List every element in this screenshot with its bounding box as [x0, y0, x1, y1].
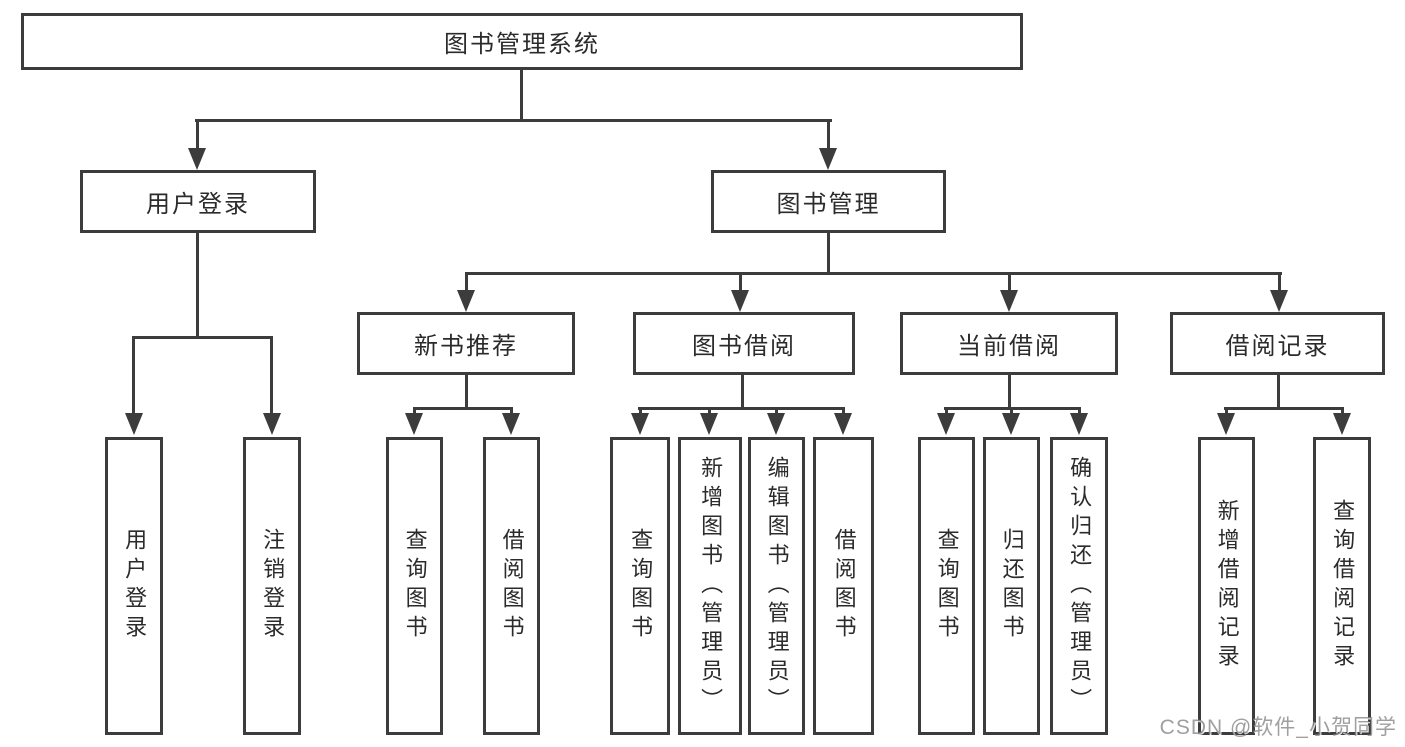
leaf-edit-book-admin-label: 编辑图书（管理员） [764, 455, 790, 717]
edge-new-book-rec-stem [465, 375, 468, 407]
node-user-login: 用户登录 [80, 170, 316, 233]
node-borrow-records: 借阅记录 [1170, 312, 1385, 375]
leaf-query-books-1-label: 查询图书 [402, 528, 428, 644]
arrowhead-leaf-logout-icon [263, 413, 281, 435]
arrowhead-leaf-edit-book-icon [767, 413, 785, 435]
leaf-user-login-label: 用户登录 [122, 528, 148, 644]
node-root-label: 图书管理系统 [444, 31, 600, 58]
node-borrow-records-label: 借阅记录 [1225, 333, 1330, 360]
leaf-query-borrow-record: 查询借阅记录 [1313, 437, 1371, 735]
node-current-borrow-label: 当前借阅 [957, 333, 1061, 360]
leaf-borrow-books-1-label: 借阅图书 [499, 528, 525, 644]
edge-to-user-login [196, 122, 199, 150]
arrowhead-book-mgmt-icon [819, 148, 837, 170]
arrowhead-current-borrow-icon [1000, 290, 1018, 312]
leaf-return-book: 归还图书 [983, 437, 1040, 735]
arrowhead-book-borrow-icon [731, 290, 749, 312]
arrowhead-leaf-query-1-icon [405, 413, 423, 435]
leaf-return-book-label: 归还图书 [999, 528, 1025, 644]
arrowhead-leaf-add-record-icon [1217, 413, 1235, 435]
arrowhead-leaf-user-login-icon [125, 413, 143, 435]
edge-borrow-record-branch [1224, 407, 1344, 410]
node-book-management-label: 图书管理 [776, 191, 881, 218]
leaf-borrow-books-1: 借阅图书 [483, 437, 540, 735]
edge-to-borrow-record [1278, 275, 1281, 292]
leaf-logout: 注销登录 [243, 437, 301, 735]
leaf-query-books-3-label: 查询图书 [934, 528, 960, 644]
leaf-query-books-1: 查询图书 [386, 437, 443, 735]
edge-current-borrow-branch [944, 407, 1081, 410]
csdn-watermark: CSDN @软件_小贺同学 [1159, 716, 1397, 739]
edge-to-book-mgmt [827, 122, 830, 150]
edge-book-mgmt-branch [465, 272, 1282, 275]
edge-to-leaf-user-login [132, 339, 135, 415]
edge-user-login-branch [132, 336, 273, 339]
node-new-book-recommend-label: 新书推荐 [414, 333, 518, 360]
arrowhead-leaf-add-book-icon [700, 413, 718, 435]
edge-user-login-stem [196, 233, 199, 336]
leaf-query-books-3: 查询图书 [918, 437, 975, 735]
edge-book-borrow-branch [638, 407, 845, 410]
edge-book-borrow-stem [741, 375, 744, 407]
leaf-add-borrow-record-label: 新增借阅记录 [1214, 499, 1240, 673]
node-book-borrow-label: 图书借阅 [692, 333, 796, 360]
edge-book-mgmt-stem [827, 233, 830, 272]
edge-new-book-rec-branch [413, 407, 513, 410]
edge-to-current-borrow [1008, 275, 1011, 292]
arrowhead-leaf-borrow-2-icon [834, 413, 852, 435]
arrowhead-leaf-query-record-icon [1333, 413, 1351, 435]
arrowhead-new-book-rec-icon [457, 290, 475, 312]
arrowhead-leaf-query-3-icon [937, 413, 955, 435]
edge-to-leaf-logout [270, 339, 273, 415]
node-book-borrow: 图书借阅 [633, 312, 855, 375]
node-root-title: 图书管理系统 [21, 13, 1023, 70]
leaf-user-login: 用户登录 [105, 437, 163, 735]
leaf-logout-label: 注销登录 [260, 528, 286, 644]
edge-current-borrow-stem [1008, 375, 1011, 407]
arrowhead-leaf-return-icon [1002, 413, 1020, 435]
edge-to-new-book-rec [465, 275, 468, 292]
arrowhead-leaf-confirm-return-icon [1070, 413, 1088, 435]
arrowhead-user-login-icon [188, 148, 206, 170]
leaf-edit-book-admin: 编辑图书（管理员） [748, 437, 805, 735]
node-current-borrow: 当前借阅 [900, 312, 1118, 375]
node-book-management: 图书管理 [711, 170, 946, 233]
leaf-query-books-2: 查询图书 [610, 437, 670, 735]
leaf-add-book-admin-label: 新增图书（管理员） [698, 455, 724, 717]
leaf-borrow-books-2-label: 借阅图书 [831, 528, 857, 644]
node-new-book-recommend: 新书推荐 [357, 312, 575, 375]
edge-borrow-record-stem [1277, 375, 1280, 407]
leaf-query-borrow-record-label: 查询借阅记录 [1330, 499, 1356, 673]
edge-to-book-borrow [739, 275, 742, 292]
leaf-confirm-return-admin: 确认归还（管理员） [1050, 437, 1108, 735]
arrowhead-leaf-query-2-icon [631, 413, 649, 435]
leaf-add-book-admin: 新增图书（管理员） [678, 437, 742, 735]
arrowhead-leaf-borrow-1-icon [502, 413, 520, 435]
edge-root-branch [195, 119, 832, 122]
leaf-borrow-books-2: 借阅图书 [813, 437, 874, 735]
leaf-confirm-return-admin-label: 确认归还（管理员） [1067, 455, 1093, 717]
leaf-query-books-2-label: 查询图书 [628, 528, 654, 644]
node-user-login-label: 用户登录 [146, 191, 250, 218]
arrowhead-borrow-record-icon [1270, 290, 1288, 312]
leaf-add-borrow-record: 新增借阅记录 [1198, 437, 1255, 735]
edge-root-stem [520, 70, 523, 119]
